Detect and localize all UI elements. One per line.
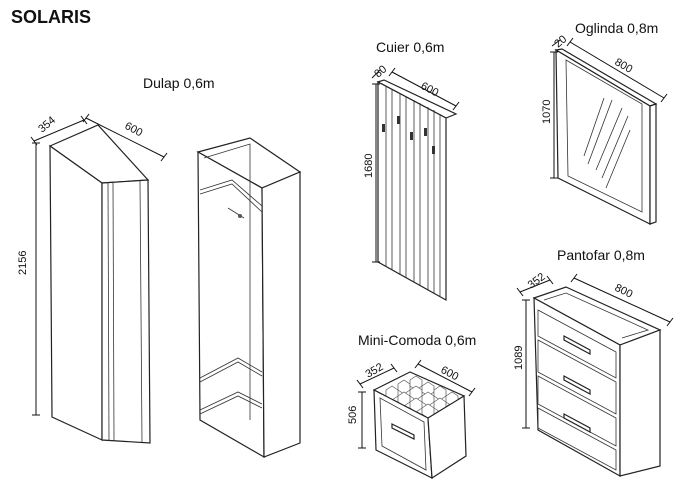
mini-comoda-height-dimension: 506 — [347, 391, 366, 449]
oglinda-width-value: 800 — [613, 56, 635, 76]
pantofar-height-dimension: 1089 — [513, 299, 530, 429]
oglinda-height-value: 1070 — [541, 100, 553, 124]
dulap-closed-drawing — [48, 124, 151, 444]
pantofar-drawing — [532, 286, 662, 478]
cuier-height-dimension: 1680 — [363, 83, 380, 263]
dulap-width-value: 600 — [123, 120, 145, 139]
mini-comoda-depth-value: 352 — [364, 361, 386, 381]
cuier-label: Cuier 0,6m — [376, 39, 444, 55]
pantofar-width-value: 800 — [613, 282, 635, 301]
cuier-depth-dimension: 80 — [371, 63, 389, 80]
mini-comoda-label: Mini-Comoda 0,6m — [358, 332, 476, 348]
oglinda-depth-value: 20 — [552, 33, 569, 50]
cuier-height-value: 1680 — [363, 154, 375, 178]
oglinda-width-dimension: 800 — [566, 37, 668, 103]
cuier-depth-value: 80 — [372, 63, 389, 80]
pantofar-height-value: 1089 — [513, 346, 525, 370]
mini-comoda-height-value: 506 — [347, 406, 359, 424]
brand-title: SOLARIS — [11, 7, 91, 27]
pantofar-label: Pantofar 0,8m — [557, 247, 645, 263]
dulap-open-drawing — [196, 137, 302, 459]
pantofar-depth-dimension: 352 — [516, 271, 554, 297]
mini-comoda-width-value: 600 — [439, 364, 461, 383]
oglinda-depth-dimension: 20 — [551, 33, 569, 50]
mini-comoda-drawing — [372, 371, 467, 480]
oglinda-height-dimension: 1070 — [541, 51, 558, 179]
oglinda-label: Oglinda 0,8m — [575, 20, 658, 36]
dulap-height-value: 2156 — [17, 251, 29, 275]
oglinda-drawing — [554, 48, 658, 225]
dulap-label: Dulap 0,6m — [143, 75, 215, 91]
dulap-height-dimension: 2156 — [17, 142, 40, 416]
cuier-drawing — [376, 79, 458, 302]
